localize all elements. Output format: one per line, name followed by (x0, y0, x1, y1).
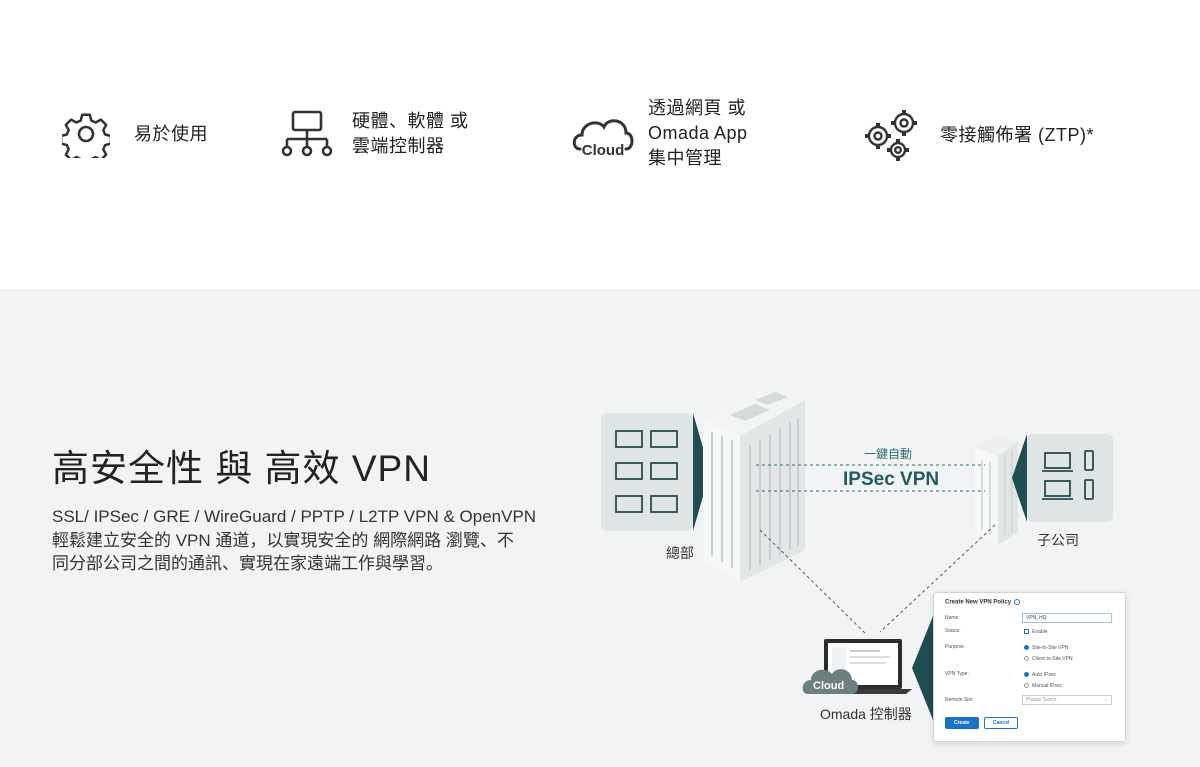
one-click-label: 一鍵自動 (864, 447, 913, 461)
purpose-option-label: Site-to-Site VPN (1032, 645, 1069, 651)
vpn-type-option-manual[interactable]: Manual IPsec (1024, 683, 1062, 689)
purpose-option-client[interactable]: Client-to-Site VPN (1024, 656, 1073, 662)
name-input[interactable]: VPN_HQ (1022, 613, 1112, 623)
checkbox-icon[interactable] (1024, 629, 1029, 635)
feature-hardware-software-cloud: 硬體、軟體 或 雲端控制器 (280, 109, 469, 159)
remote-site-select[interactable]: Please Select ⌄ (1022, 695, 1112, 705)
panel-title: Create New VPN Policy (945, 599, 1021, 606)
remote-site-placeholder: Please Select (1026, 697, 1057, 703)
status-label: Status: (945, 628, 961, 634)
cloud-icon-text: Cloud (582, 142, 625, 159)
purpose-option-site[interactable]: Site-to-Site VPN (1024, 645, 1068, 651)
hq-label: 總部 (666, 545, 694, 561)
desktop-icons (615, 430, 678, 513)
section-title: 高安全性 與 高效 VPN (52, 448, 431, 489)
radio-icon[interactable] (1024, 656, 1029, 662)
gear-icon (62, 110, 110, 158)
info-icon[interactable] (1014, 599, 1021, 605)
feature-line: 集中管理 (648, 148, 722, 168)
feature-label: 硬體、軟體 或 雲端控制器 (352, 109, 469, 159)
feature-line: 易於使用 (134, 123, 208, 144)
cloud-badge (802, 669, 858, 694)
vpn-type-option-label: Auto IPsec (1032, 672, 1057, 678)
cloud-badge-label: Cloud (813, 680, 845, 692)
feature-label: 零接觸佈署 (ZTP)* (940, 123, 1094, 148)
feature-centralized-management: Cloud 透過網頁 或 Omada App 集中管理 (570, 96, 748, 171)
vpn-type-option-label: Manual IPsec (1032, 683, 1063, 689)
radio-icon[interactable] (1024, 672, 1029, 678)
radio-icon[interactable] (1024, 683, 1029, 689)
cloud-icon: Cloud (570, 109, 636, 159)
multi-gear-icon (864, 108, 922, 162)
controller-label: Omada 控制器 (820, 706, 912, 722)
feature-label: 易於使用 (134, 122, 208, 147)
name-label: Name: (945, 615, 960, 621)
vpn-type-option-auto[interactable]: Auto IPsec (1024, 672, 1056, 678)
description-line: SSL/ IPSec / GRE / WireGuard / PPTP / L2… (52, 507, 537, 526)
purpose-option-label: Client-to-Site VPN (1032, 656, 1073, 662)
feature-line: 雲端控制器 (352, 136, 445, 156)
description-line: 同分部公司之間的通訊、實現在家遠端工作與學習。 (52, 554, 443, 573)
section-description: SSL/ IPSec / GRE / WireGuard / PPTP / L2… (52, 505, 572, 576)
chevron-down-icon: ⌄ (1103, 697, 1108, 703)
branch-devices-panel (1012, 434, 1113, 522)
remote-site-label: Remote Site: (945, 697, 974, 703)
feature-line: 硬體、軟體 或 (352, 111, 469, 131)
features-section: 易於使用 硬體、軟體 或 雲端控制器 (0, 0, 1200, 289)
create-button[interactable]: Create (945, 717, 979, 729)
feature-line: 透過網頁 或 (648, 98, 747, 118)
vpn-type-label: VPN Type: (945, 671, 969, 677)
feature-zero-touch: 零接觸佈署 (ZTP)* (864, 108, 1094, 162)
panel-pointer (912, 616, 933, 720)
create-vpn-policy-panel: Create New VPN Policy Name: VPN_HQ Statu… (933, 592, 1126, 742)
network-hierarchy-icon (280, 109, 334, 159)
description-line: 輕鬆建立安全的 VPN 通道，以實現安全的 網際網路 瀏覽、不 (52, 530, 514, 550)
branch-building (975, 434, 1018, 545)
hq-devices-panel (601, 413, 710, 531)
laptop-icons (1042, 450, 1094, 500)
cancel-button[interactable]: Cancel (984, 717, 1019, 729)
feature-easy-use: 易於使用 (62, 110, 208, 158)
status-checkbox[interactable]: Enable (1024, 629, 1048, 635)
feature-line: Omada App (648, 123, 748, 143)
vpn-tunnel (756, 464, 985, 492)
radio-icon[interactable] (1024, 645, 1029, 651)
ipsec-vpn-label: IPSec VPN (843, 469, 940, 490)
feature-label: 透過網頁 或 Omada App 集中管理 (648, 96, 748, 171)
branch-label: 子公司 (1037, 532, 1079, 548)
controller-links (759, 524, 996, 635)
feature-line: 零接觸佈署 (ZTP)* (940, 124, 1094, 145)
panel-title-text: Create New VPN Policy (945, 599, 1012, 606)
status-value: Enable (1032, 629, 1048, 635)
hq-building (703, 385, 805, 582)
purpose-label: Purpose: (945, 644, 966, 650)
